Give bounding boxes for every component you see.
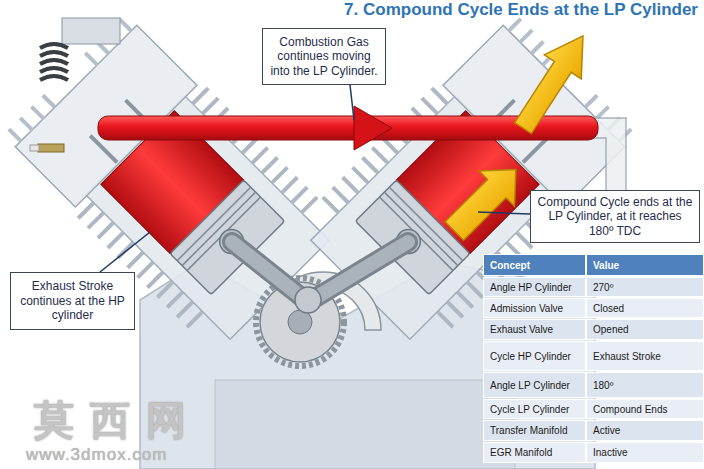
table-header: Concept (483, 254, 586, 276)
table-cell: Exhaust Stroke (586, 341, 704, 371)
crankcase-lower (215, 380, 515, 469)
spring-coil (40, 44, 68, 80)
table-cell: Cycle LP Cylinder (483, 399, 586, 419)
table-cell: Active (586, 420, 704, 441)
watermark-url: www.3dmox.com (20, 444, 220, 466)
table-cell: Transfer Manifold (483, 420, 586, 441)
table-cell: Cycle HP Cylinder (483, 341, 586, 371)
table-header: Value (586, 254, 704, 276)
table-cell: Closed (586, 298, 704, 318)
callout-box: Compound Cycle ends at the LP Cylinder, … (530, 190, 700, 243)
rocker-arm (62, 18, 120, 44)
table-cell: Opened (586, 319, 704, 340)
table-cell: Angle LP Cylinder (483, 372, 586, 398)
table-cell: Compound Ends (586, 399, 704, 419)
leader-line (350, 85, 354, 120)
exhaust-arrow-shape (505, 24, 602, 140)
connecting-rod-face (232, 242, 305, 300)
connecting-rod-face (312, 242, 408, 300)
plug-body (38, 144, 64, 152)
valve-spring (40, 18, 120, 80)
watermark: 莫西网 (28, 394, 228, 446)
table-cell: Angle HP Cylinder (483, 277, 586, 297)
table-cell: Inactive (586, 442, 704, 463)
crank-pin (295, 287, 321, 313)
spark-plug (30, 144, 64, 152)
table-cell: Exhaust Valve (483, 319, 586, 340)
callout-text: Combustion Gas continues moving into the… (269, 35, 379, 79)
flow-arrowhead (354, 106, 392, 150)
plug-tip (30, 145, 39, 151)
leader-line (100, 232, 150, 272)
diagram-title: 7. Compound Cycle Ends at the LP Cylinde… (344, 0, 698, 20)
connecting-rod (312, 242, 408, 300)
connecting-rod (232, 242, 305, 300)
callout-text: Exhaust Stroke continues at the HP cylin… (17, 279, 128, 323)
leader-line (478, 212, 530, 214)
table-cell: Admission Valve (483, 298, 586, 318)
callout-box: Combustion Gas continues moving into the… (262, 28, 386, 85)
exhaust-arrow (505, 24, 602, 140)
callout-text: Compound Cycle ends at the LP Cylinder, … (537, 195, 693, 239)
table-cell: 180º (586, 372, 704, 398)
table-cell: EGR Manifold (483, 442, 586, 463)
callout-box: Exhaust Stroke continues at the HP cylin… (10, 272, 135, 330)
table-cell: 270º (586, 277, 704, 297)
